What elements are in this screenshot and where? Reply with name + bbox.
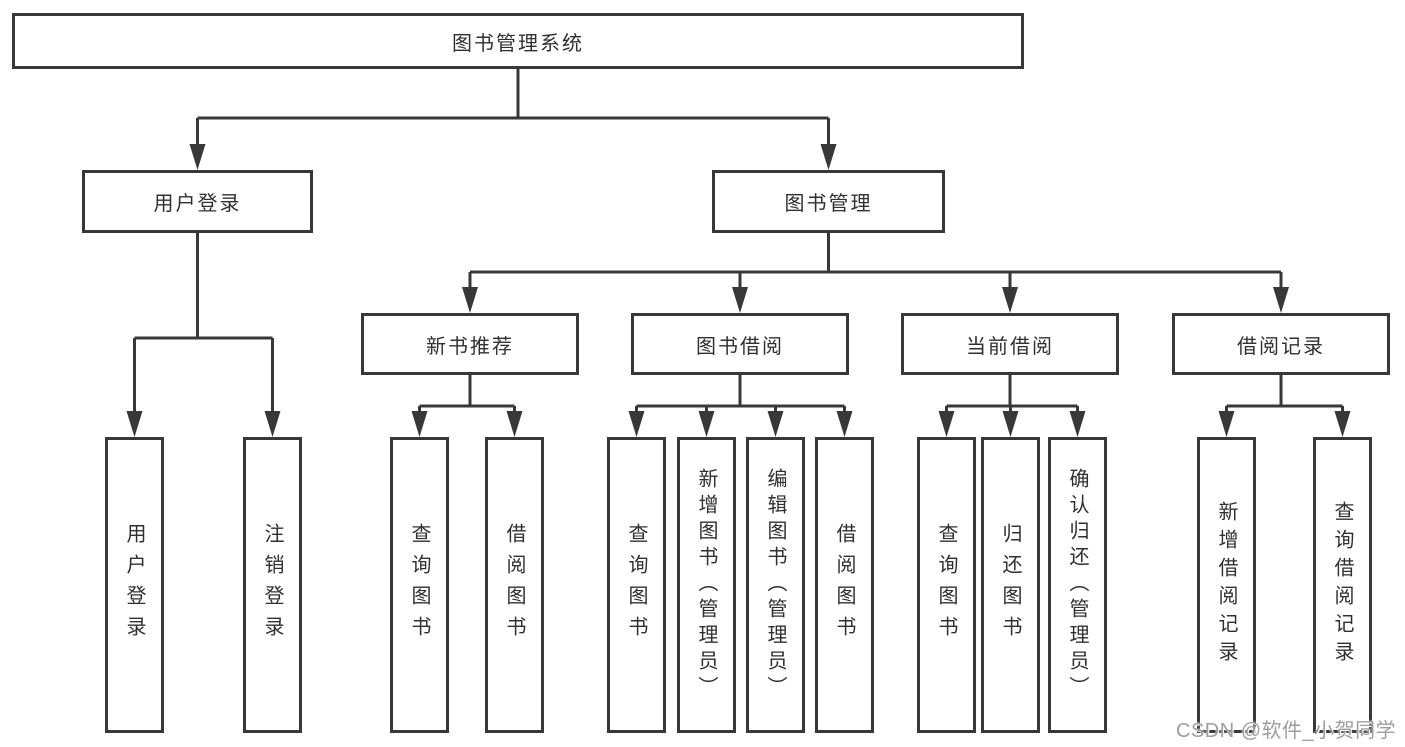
node-leaf-borrow-book-2: 借阅图书 (815, 437, 874, 733)
node-user-login-group: 用户登录 (82, 170, 313, 233)
node-leaf-query-book-3: 查询图书 (917, 437, 976, 733)
node-leaf-edit-book: 编辑图书（管理员） (746, 437, 805, 733)
node-leaf-logout: 注销登录 (243, 437, 302, 733)
node-root: 图书管理系统 (12, 13, 1024, 69)
node-new-book-rec: 新书推荐 (361, 313, 579, 375)
node-leaf-user-login: 用户登录 (105, 437, 164, 733)
node-current-borrow: 当前借阅 (901, 313, 1119, 375)
node-leaf-query-book-1: 查询图书 (390, 437, 449, 733)
node-leaf-borrow-book-1: 借阅图书 (485, 437, 544, 733)
node-leaf-return-book: 归还图书 (981, 437, 1040, 733)
node-leaf-add-record: 新增借阅记录 (1197, 437, 1256, 733)
node-leaf-add-book: 新增图书（管理员） (677, 437, 736, 733)
node-leaf-query-record: 查询借阅记录 (1313, 437, 1372, 733)
node-borrow-records: 借阅记录 (1172, 313, 1390, 375)
node-leaf-query-book-2: 查询图书 (607, 437, 666, 733)
arrowhead-icons (126, 144, 1351, 437)
csdn-watermark: CSDN @软件_小贺同学 (1176, 720, 1397, 742)
node-book-borrow: 图书借阅 (631, 313, 849, 375)
node-leaf-confirm-return: 确认归还（管理员） (1048, 437, 1107, 733)
node-book-mgmt-group: 图书管理 (712, 170, 945, 233)
